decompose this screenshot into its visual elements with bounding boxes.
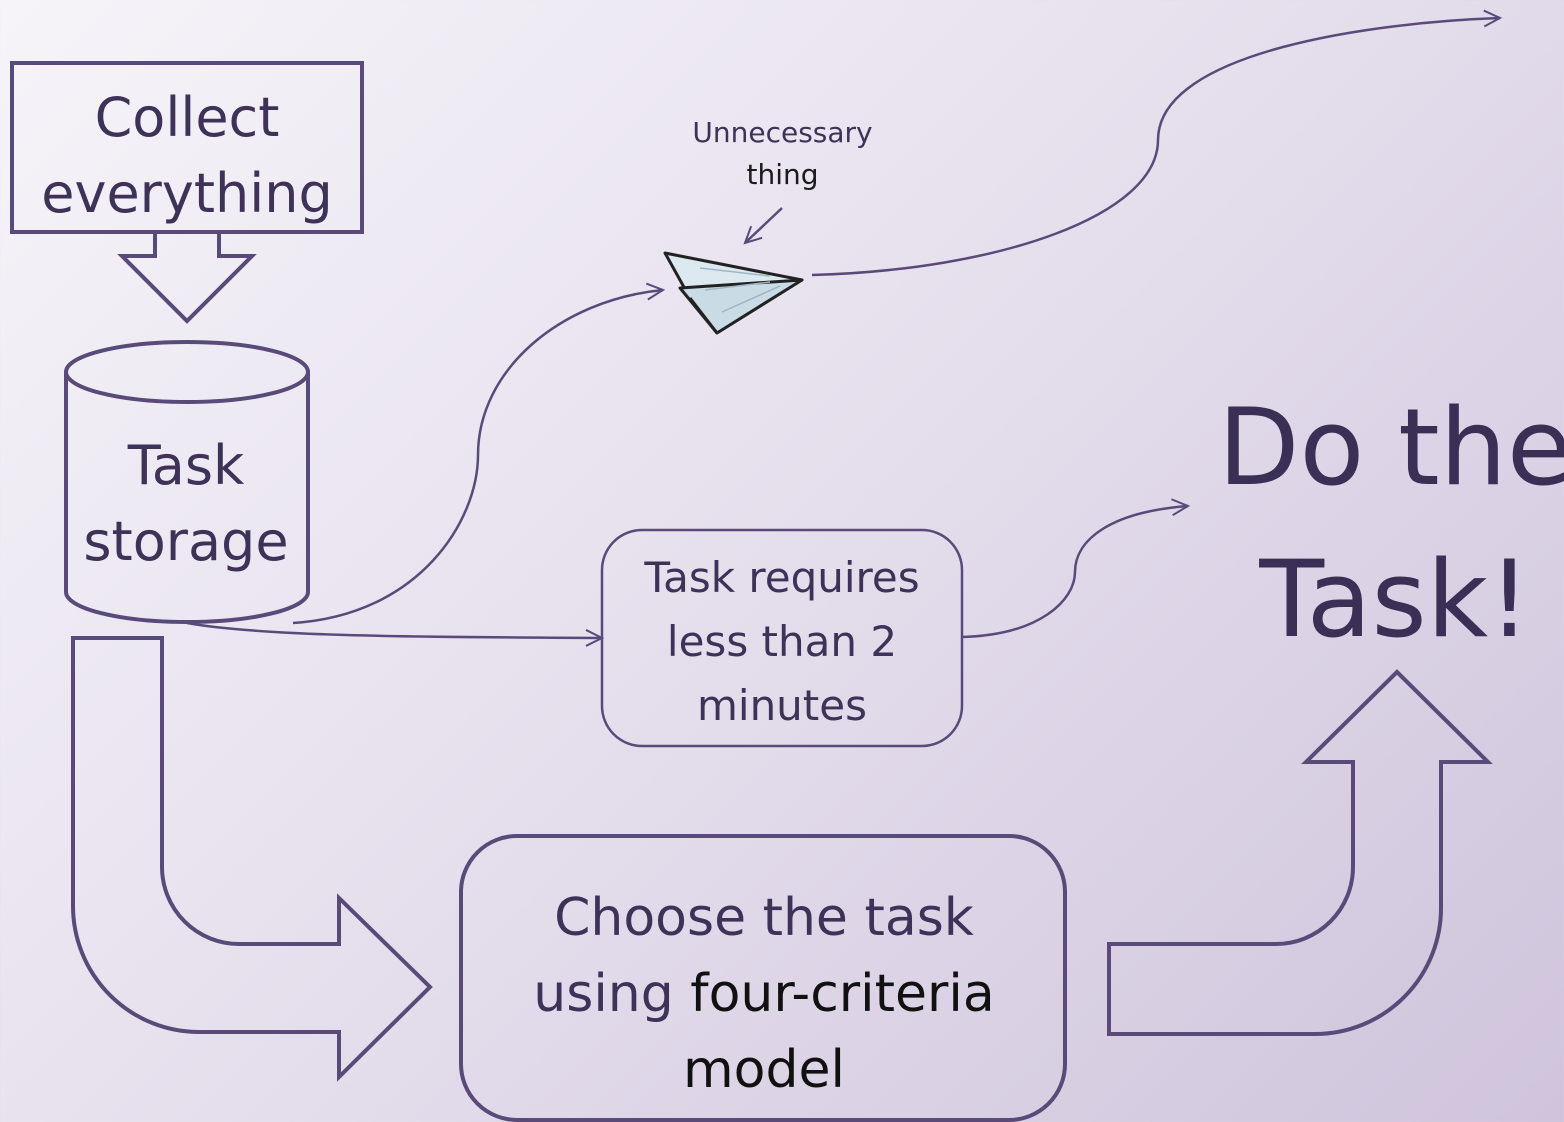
plane-to-away-connector [811,18,1500,277]
twomin-line2: less than 2 [666,617,898,666]
unnecessary-line1: Unnecessary [692,116,873,149]
collect-line2: everything [41,162,333,225]
choose-line2-prefix: using [533,964,691,1024]
storage-to-plane-connector [292,290,663,625]
storage-line1: Task [127,434,245,497]
choose-line3: model [683,1040,845,1100]
choose-line2: using four-criteria [464,956,1064,1032]
unnecessary-pointer-arrow [745,207,783,243]
task-storage-label: Task storage [66,428,306,580]
twomin-line1: Task requires [644,553,920,602]
twomin-to-dotask-connector [961,506,1188,639]
choose-line1: Choose the task [554,888,974,948]
collect-box [10,61,364,234]
up-block-arrow [1107,669,1493,1036]
u-block-arrow [71,636,433,1082]
down-block-arrow [117,232,257,324]
dotask-line2: Task! [1259,538,1531,661]
choose-task-box [459,834,1067,1122]
two-minutes-box [600,528,964,748]
twomin-line3: minutes [696,681,867,730]
do-the-task-label: Do the Task! [1200,372,1564,676]
task-storage-cylinder [64,340,310,624]
choose-line2-highlight: four-criteria [690,964,995,1024]
paper-plane-icon [663,251,804,335]
storage-to-twomin-connector [186,621,602,638]
two-minutes-label: Task requires less than 2 minutes [602,546,962,738]
collect-line1: Collect [94,86,280,149]
unnecessary-line2: thing [746,158,819,191]
unnecessary-thing-label: Unnecessary thing [680,112,885,196]
storage-line2: storage [83,510,289,573]
choose-task-label: Choose the task using four-criteria mode… [464,880,1064,1108]
dotask-line1: Do the [1217,386,1564,509]
collect-everything-label: Collect everything [14,80,360,232]
